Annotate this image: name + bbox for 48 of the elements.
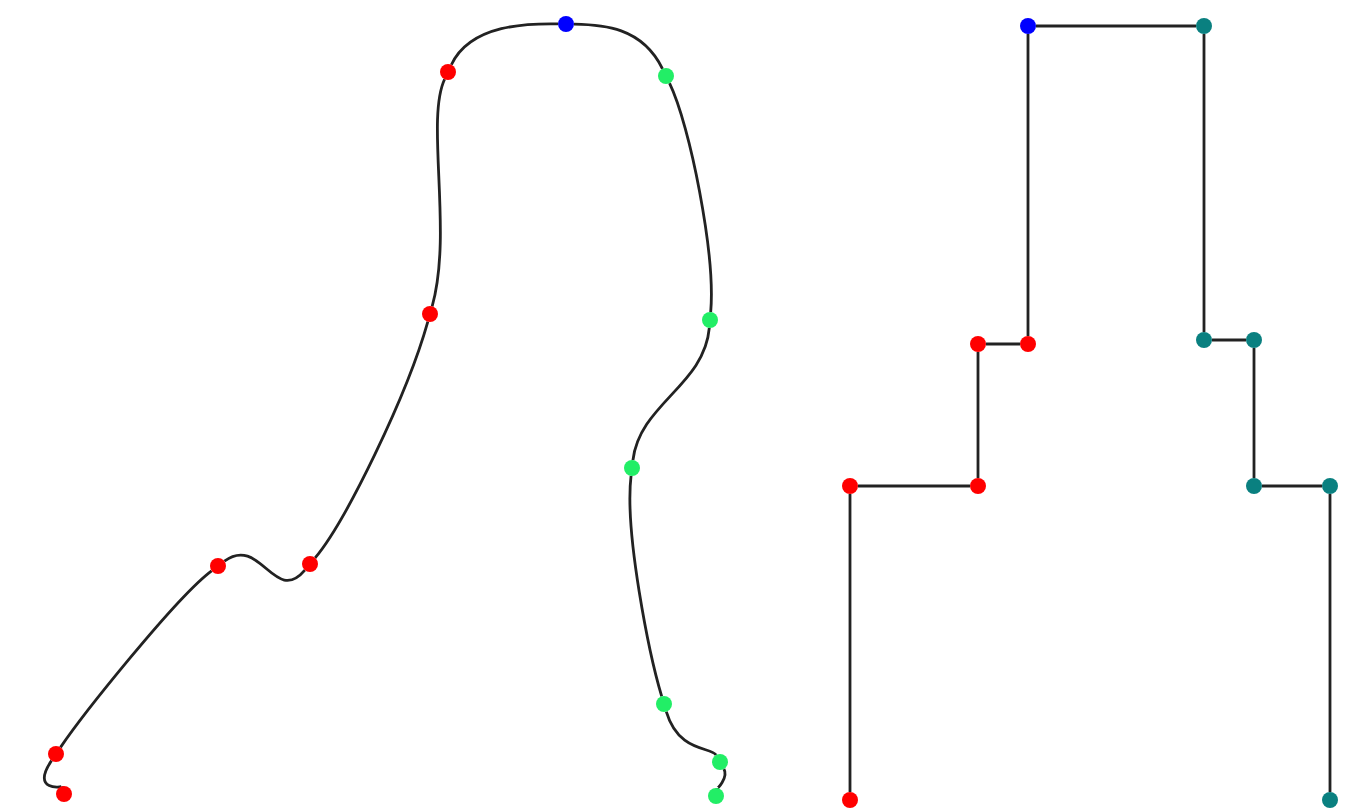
point-marker [712, 754, 728, 770]
point-marker [1246, 332, 1262, 348]
connector-line [986, 342, 1020, 346]
point-marker [1020, 336, 1036, 352]
curve-line [450, 22, 558, 66]
point-marker [624, 460, 640, 476]
curve-line [664, 711, 718, 757]
connector-line [1328, 494, 1332, 792]
point-marker [210, 558, 226, 574]
connector-line [1212, 338, 1246, 342]
connector-line [1252, 348, 1256, 478]
point-marker [842, 792, 858, 808]
point-marker [658, 68, 674, 84]
curve-line [573, 22, 664, 70]
connector-line [858, 484, 970, 488]
point-marker [970, 478, 986, 494]
connector-line [1036, 24, 1196, 28]
connector-line [1026, 34, 1030, 336]
curve-line [43, 759, 63, 789]
connector-line [1202, 34, 1206, 332]
connector-line [1262, 484, 1322, 488]
point-marker [302, 556, 318, 572]
point-marker [970, 336, 986, 352]
point-marker [1322, 478, 1338, 494]
point-marker [1196, 332, 1212, 348]
point-marker [1196, 18, 1212, 34]
point-marker [48, 746, 64, 762]
point-marker [702, 312, 718, 328]
curve-line [223, 553, 306, 582]
curve-line [314, 321, 430, 559]
point-marker [422, 306, 438, 322]
curve-line [430, 78, 446, 307]
point-marker [656, 696, 672, 712]
connector-line [848, 494, 852, 792]
curve-line [59, 569, 213, 749]
point-marker [558, 16, 574, 32]
curve-line [716, 768, 727, 790]
curve-line [628, 475, 664, 697]
point-marker [56, 786, 72, 802]
point-marker [440, 64, 456, 80]
curve-line [668, 82, 713, 313]
point-marker [708, 788, 724, 804]
point-marker [1020, 18, 1036, 34]
point-marker [1322, 792, 1338, 808]
point-marker [842, 478, 858, 494]
curve-line [631, 327, 711, 461]
point-marker [1246, 478, 1262, 494]
connector-line [976, 352, 980, 478]
